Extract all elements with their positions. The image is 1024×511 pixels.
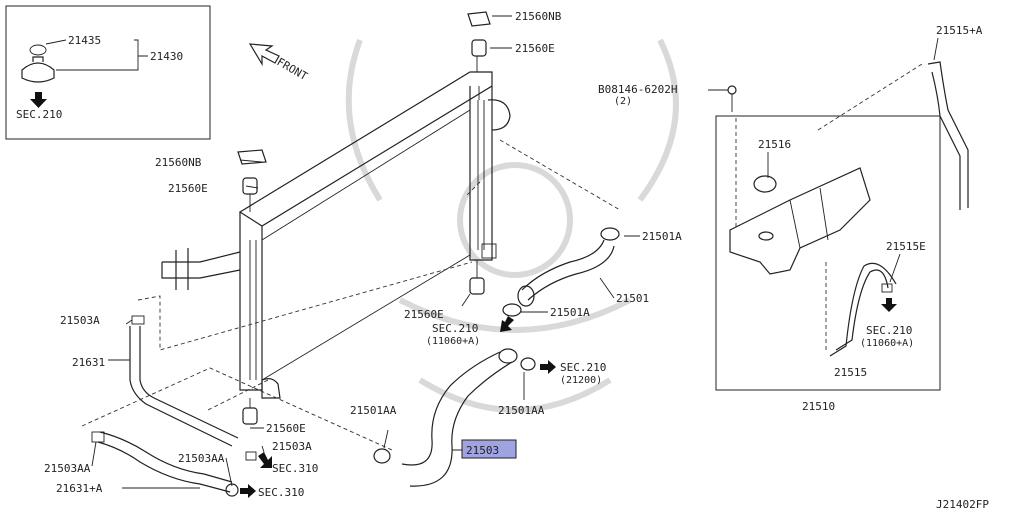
- label-21501A-mid: 21501A: [550, 306, 590, 319]
- label-bolt: B08146-6202H: [598, 83, 677, 96]
- label-21430: 21430: [150, 50, 183, 63]
- clip-21515E: [881, 283, 893, 293]
- bolt-icon: [727, 85, 737, 95]
- clamp-21501A-top: [600, 227, 620, 241]
- label-21501: 21501: [616, 292, 649, 305]
- part-labels: 21560NB 21560E 21560NB 21560E B08146-620…: [44, 10, 989, 511]
- label-21560E-mid: 21560E: [404, 308, 444, 321]
- arrow-icon-sec310b: [240, 484, 256, 498]
- label-21631: 21631: [72, 356, 105, 369]
- label-21503AA-mid: 21503AA: [178, 452, 225, 465]
- mount-21560NB-top: [467, 11, 491, 27]
- mount-21560E-mid: [469, 277, 485, 295]
- upper-hose-21501: [502, 227, 620, 317]
- lower-hose-21503: [373, 348, 536, 487]
- label-21560NB-left: 21560NB: [155, 156, 202, 169]
- label-sec210-right-sub: (11060+A): [860, 338, 914, 349]
- radiator: [161, 71, 511, 399]
- reservoir-cap-21516: [753, 175, 777, 193]
- front-direction-arrow: FRONT: [248, 43, 311, 83]
- clip-21503A-top: [131, 315, 145, 325]
- label-21560E-left: 21560E: [168, 182, 208, 195]
- watermark-emblem: [345, 38, 679, 413]
- label-21501AA-left: 21501AA: [350, 404, 397, 417]
- mount-21560E-left: [242, 177, 258, 195]
- highlight-21503: [461, 439, 517, 459]
- label-sec210-mid-sub: (11060+A): [426, 336, 480, 347]
- label-21515A: 21515+A: [936, 24, 983, 37]
- label-21501A-top: 21501A: [642, 230, 682, 243]
- reservoir-tank: [729, 167, 871, 275]
- label-21560E-low: 21560E: [266, 422, 306, 435]
- reservoir-assembly: [715, 61, 969, 391]
- gasket-21435: [29, 44, 47, 56]
- label-21501AA-right: 21501AA: [498, 404, 545, 417]
- label-21516: 21516: [758, 138, 791, 151]
- label-21503AA-left: 21503AA: [44, 462, 91, 475]
- mount-21560E-low: [242, 407, 258, 425]
- label-sec210-mid: SEC.210: [432, 322, 478, 335]
- arrow-icon-mid: [500, 316, 514, 332]
- label-21515: 21515: [834, 366, 867, 379]
- sec-arrows: [240, 298, 897, 498]
- clamp-21501A-mid: [502, 303, 522, 317]
- clamp-21501AA-left: [373, 448, 391, 464]
- label-sec210-right: SEC.210: [866, 324, 912, 337]
- mounts: [237, 11, 737, 425]
- arrow-icon-sec310a: [258, 452, 272, 468]
- label-21515E: 21515E: [886, 240, 926, 253]
- diagram-code: J21402FP: [936, 498, 989, 511]
- label-leaders: [91, 15, 939, 489]
- clip-21503A-low: [245, 451, 257, 461]
- label-21503A-low: 21503A: [272, 440, 312, 453]
- label-21503A-top: 21503A: [60, 314, 100, 327]
- label-bolt-qty: (2): [614, 96, 632, 107]
- label-sec210-low: SEC.210: [560, 361, 606, 374]
- arrow-icon-right: [881, 298, 897, 312]
- label-sec210-low-sub: (21200): [560, 375, 602, 386]
- leader-lines: [81, 63, 923, 451]
- label-21435: 21435: [68, 34, 101, 47]
- front-label: FRONT: [275, 55, 311, 83]
- label-21510: 21510: [802, 400, 835, 413]
- clamp-21501AA-right: [520, 357, 536, 371]
- label-sec210-inset: SEC.210: [16, 108, 62, 121]
- label-sec310-b: SEC.310: [258, 486, 304, 499]
- label-sec310-a: SEC.310: [272, 462, 318, 475]
- inset-panel: 21435 21430 SEC.210: [5, 5, 211, 140]
- hose-21515A: [927, 61, 969, 210]
- overflow-hoses: [91, 315, 257, 497]
- mount-21560E-top: [471, 39, 487, 57]
- label-21503: 21503: [466, 444, 499, 457]
- radiator-cap: [21, 56, 55, 83]
- label-21560NB-top: 21560NB: [515, 10, 562, 23]
- clip-21503AA-left: [91, 431, 105, 443]
- label-21560E-top: 21560E: [515, 42, 555, 55]
- sec-arrow-icon: [30, 92, 47, 108]
- arrow-icon-low: [540, 360, 556, 374]
- label-21631A: 21631+A: [56, 482, 103, 495]
